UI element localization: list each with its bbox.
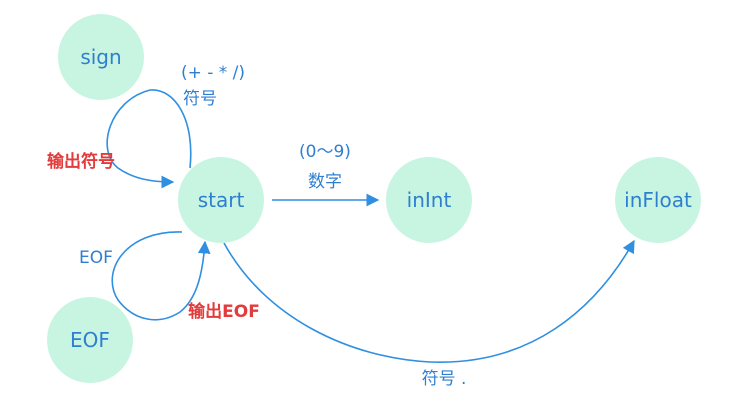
node-start-label: start: [198, 188, 245, 212]
sign-loop-edge: [106, 89, 175, 189]
eof-loop-edge: [111, 231, 211, 321]
node-sign-label: sign: [80, 45, 121, 69]
node-eof-label: EOF: [70, 328, 110, 352]
node-start: start: [178, 157, 264, 243]
sign-loop-condition-line2: 符号: [183, 89, 217, 109]
node-inint-label: inInt: [407, 188, 452, 212]
sign-loop-condition-line1: (+ - * /): [181, 63, 245, 83]
eof-loop-output-label: 输出EOF: [188, 301, 260, 322]
digit-condition-line1: (0～9): [299, 142, 351, 162]
sign-loop-return-edge: [149, 89, 192, 169]
node-inint: inInt: [386, 157, 472, 243]
sign-loop-output-label: 输出符号: [47, 151, 115, 172]
eof-loop-condition-label: EOF: [79, 248, 113, 268]
node-sign: sign: [58, 14, 144, 100]
float-condition-label: 符号 .: [422, 369, 467, 389]
node-eof: EOF: [47, 297, 133, 383]
float-edge: [223, 239, 635, 363]
node-infloat-label: inFloat: [624, 188, 692, 212]
node-infloat: inFloat: [615, 157, 701, 243]
digit-condition-line2: 数字: [308, 172, 342, 192]
